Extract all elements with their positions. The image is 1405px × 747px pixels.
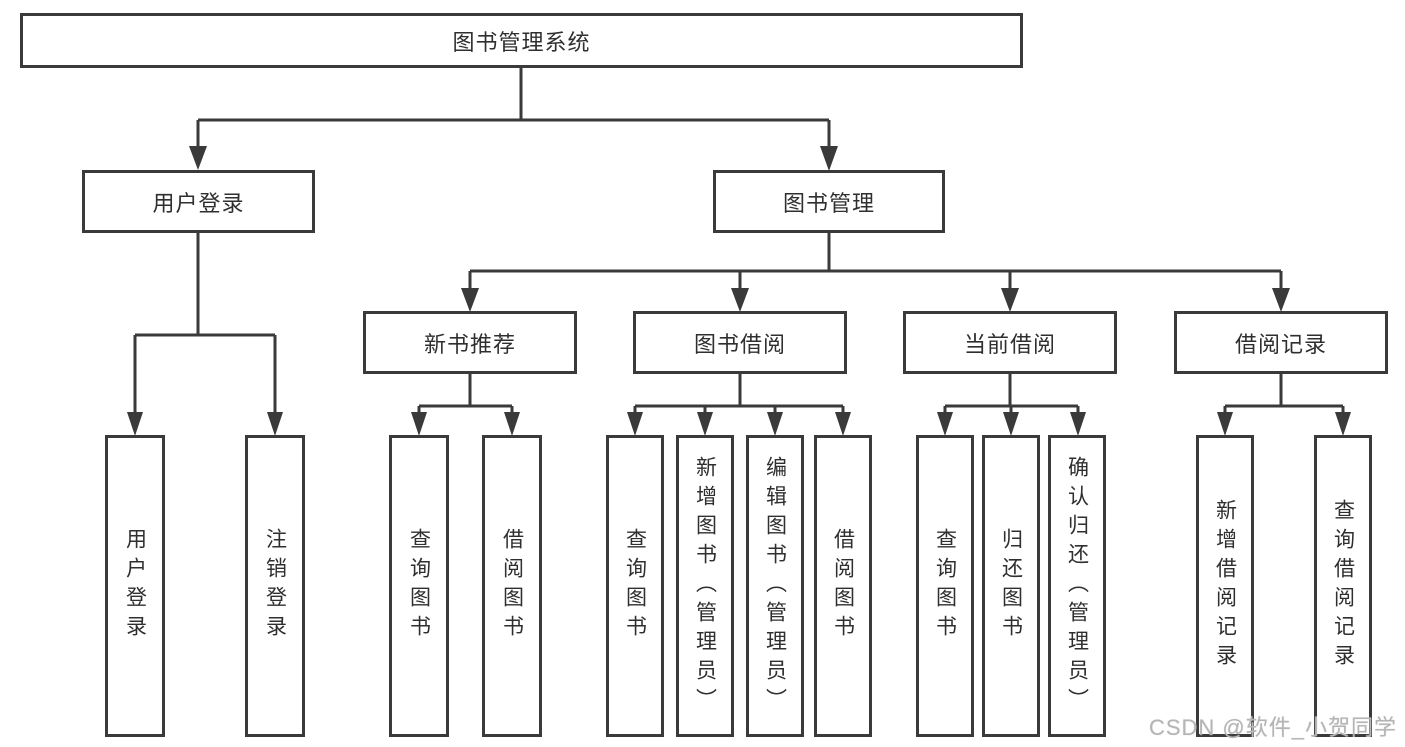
node-user-login: 用户登录 [82,170,315,233]
leaf-user-login: 用户登录 [105,435,165,737]
leaf-query-borrow-record: 查询借阅记录 [1314,435,1372,737]
node-new-book-recommend: 新书推荐 [363,311,577,374]
leaf-logout: 注销登录 [245,435,305,737]
node-current-borrow: 当前借阅 [903,311,1117,374]
leaf-query-books-borrow: 查询图书 [606,435,664,737]
leaf-add-books-admin: 新增图书（管理员） [676,435,734,737]
node-book-borrow: 图书借阅 [633,311,847,374]
leaf-add-borrow-record: 新增借阅记录 [1196,435,1254,737]
leaf-confirm-return-admin: 确认归还（管理员） [1048,435,1106,737]
leaf-return-books: 归还图书 [982,435,1040,737]
leaf-edit-books-admin: 编辑图书（管理员） [746,435,804,737]
leaf-query-books-current: 查询图书 [916,435,974,737]
node-borrow-record: 借阅记录 [1174,311,1388,374]
node-book-management: 图书管理 [713,170,945,233]
leaf-borrow-books-recommend: 借阅图书 [482,435,542,737]
node-library-management-system: 图书管理系统 [20,13,1023,68]
leaf-query-books-recommend: 查询图书 [389,435,449,737]
leaf-borrow-books: 借阅图书 [814,435,872,737]
csdn-watermark: CSDN @软件_小贺同学 [1148,715,1397,740]
